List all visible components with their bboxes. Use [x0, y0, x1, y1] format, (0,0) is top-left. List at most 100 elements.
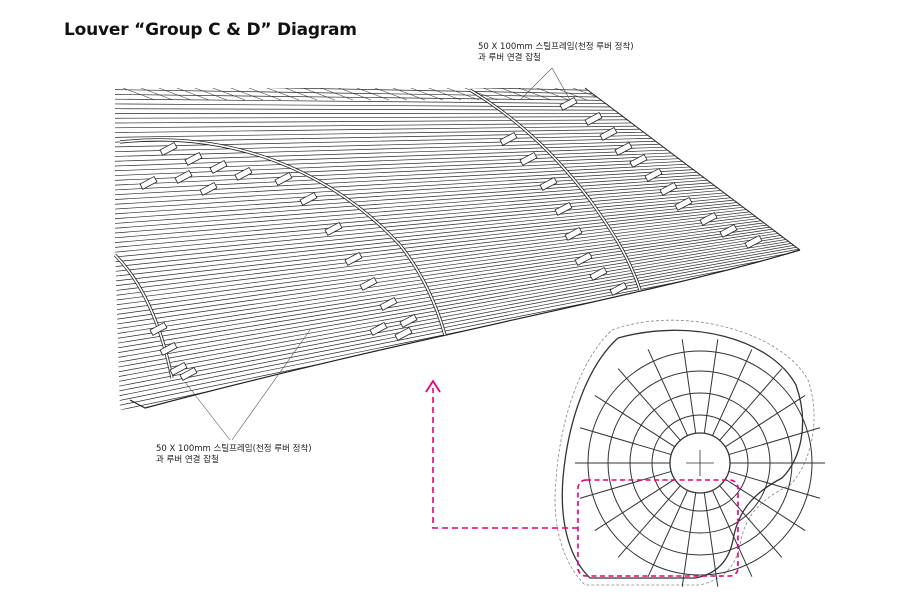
- connector-plate: [674, 196, 693, 211]
- connector-plate: [379, 296, 398, 311]
- louver-slat: [115, 169, 800, 220]
- plan-rib: [681, 339, 697, 434]
- connector-plate: [359, 276, 378, 291]
- louver-slat: [115, 197, 800, 272]
- plan-rib: [703, 339, 719, 434]
- louver-slat: [116, 211, 800, 301]
- annotation-top-line1: 50 X 100mm 스틸프레임(천정 루버 정착): [478, 42, 634, 52]
- connector-plate: [599, 126, 618, 141]
- connector-plate: [659, 181, 678, 196]
- louver-connector-plates: [139, 96, 763, 381]
- connector-plate: [139, 175, 158, 190]
- louver-slat: [118, 239, 800, 358]
- connector-plate: [159, 341, 178, 356]
- louver-slat: [115, 123, 800, 133]
- annotation-bottom-line2: 과 루버 연결 잡철: [156, 455, 219, 465]
- plan-rib: [647, 349, 688, 436]
- louver-slat: [116, 214, 800, 306]
- louver-slat: [116, 206, 800, 291]
- connector-plate: [719, 223, 738, 238]
- louver-slat: [118, 244, 800, 368]
- louver-slat: [312, 88, 354, 101]
- diagram-title: Louver “Group C & D” Diagram: [64, 20, 357, 40]
- steel-frame-arcs: [113, 88, 642, 379]
- connector-plate: [299, 191, 318, 206]
- connector-plate: [149, 321, 168, 336]
- louver-slat: [117, 230, 800, 339]
- ceiling-edge: [584, 87, 801, 251]
- louver-slat: [117, 225, 800, 330]
- louver-slat: [115, 174, 800, 229]
- connector-plate: [184, 151, 203, 166]
- plan-rib: [579, 470, 672, 499]
- connector-plate: [394, 326, 413, 341]
- louver-slat: [118, 242, 800, 363]
- connector-plate: [644, 167, 663, 182]
- connector-plate: [574, 251, 593, 266]
- annotation-top: 50 X 100mm 스틸프레임(천정 루버 정착) 과 루버 연결 잡철: [478, 42, 634, 64]
- louver-slat: [117, 228, 800, 334]
- plan-rib: [681, 492, 697, 587]
- ceiling-outline: [129, 249, 801, 409]
- louver-slat: [564, 88, 606, 101]
- louver-slat: [294, 88, 336, 101]
- louver-slat: [115, 172, 800, 224]
- louver-slat: [330, 88, 372, 101]
- plan-outline: [561, 329, 804, 579]
- connector-plate: [699, 211, 718, 226]
- louver-slat: [118, 235, 800, 349]
- louver-slat: [119, 256, 800, 392]
- connector-plate: [324, 221, 343, 236]
- louver-slat: [115, 182, 800, 243]
- pointer-dashed-path: [432, 388, 578, 529]
- louver-slat: [186, 88, 228, 101]
- louver-slat: [117, 218, 800, 315]
- connector-plate: [564, 226, 583, 241]
- connector-plate: [584, 111, 603, 126]
- louver-slat: [384, 88, 426, 101]
- louver-slat: [116, 202, 800, 282]
- louver-slat: [117, 221, 800, 320]
- louver-slat: [115, 167, 800, 215]
- plan-rib: [712, 490, 753, 577]
- plan-rib: [724, 394, 806, 448]
- connector-plate: [369, 321, 388, 336]
- connector-plate: [629, 153, 648, 168]
- highlight-callout: [425, 379, 739, 577]
- louver-slat: [258, 88, 300, 101]
- louver-slat: [492, 88, 534, 101]
- louver-slat: [528, 88, 570, 101]
- plan-rib: [647, 490, 688, 577]
- louver-slat: [116, 216, 800, 310]
- louver-slat: [366, 88, 408, 101]
- louver-slat: [348, 88, 390, 101]
- plan-view: [554, 319, 825, 587]
- connector-plate: [234, 166, 253, 181]
- louver-slat: [510, 88, 552, 101]
- connector-plate: [209, 159, 228, 174]
- louver-slat: [115, 192, 800, 263]
- louver-slat: [119, 251, 800, 382]
- connector-plate: [399, 313, 418, 328]
- louver-slat: [118, 249, 800, 377]
- louver-slat: [115, 115, 800, 119]
- louver-slat: [402, 88, 444, 101]
- plan-rib: [728, 427, 821, 456]
- connector-plate: [614, 141, 633, 156]
- louver-slat: [115, 179, 800, 239]
- louver-slat: [115, 187, 800, 253]
- louver-slat: [438, 88, 480, 101]
- plan-rib: [617, 368, 681, 441]
- connector-plate: [174, 169, 193, 184]
- plan-rib: [617, 485, 681, 558]
- plan-rib: [719, 485, 783, 558]
- connector-plate: [159, 141, 178, 156]
- louver-slat: [117, 232, 800, 344]
- louver-slat: [168, 88, 210, 101]
- connector-plate: [539, 176, 558, 191]
- louver-slat: [115, 108, 800, 112]
- louver-slat: [115, 194, 800, 267]
- louver-slat: [115, 184, 800, 248]
- connector-plate: [179, 366, 198, 381]
